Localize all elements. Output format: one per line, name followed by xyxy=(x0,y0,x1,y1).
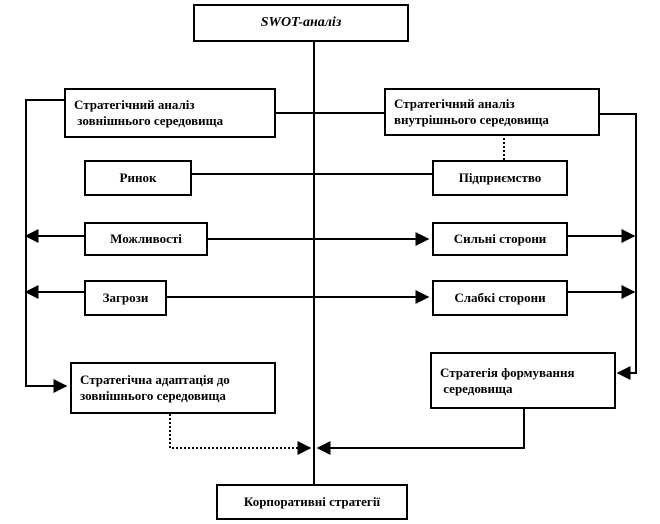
bottom-right-feed-arrow xyxy=(316,409,525,455)
swot-analysis-box: SWOT-аналіз xyxy=(193,4,409,42)
threats-box: Загрози xyxy=(84,280,167,316)
bottom-left-feed-arrow xyxy=(169,414,312,455)
internal-analysis-label: Стратегічний аналіз внутрішнього середов… xyxy=(394,96,549,127)
enterprise-box: Підприємство xyxy=(432,160,568,196)
weaknesses-label: Слабкі сторони xyxy=(454,290,546,305)
internal-analysis-box: Стратегічний аналіз внутрішнього середов… xyxy=(384,88,600,136)
environment-strategy-label: Стратегія формування середовища xyxy=(440,364,575,396)
environment-strategy-box: Стратегія формування середовища xyxy=(430,352,616,409)
right-bracket-arrow xyxy=(600,113,637,380)
swot-analysis-label: SWOT-аналіз xyxy=(260,15,342,30)
adaptation-strategy-label: Стратегічна адаптація до зовнішнього сер… xyxy=(80,372,230,403)
enterprise-label: Підприємство xyxy=(458,170,542,185)
strengths-label: Сильні сторони xyxy=(453,231,547,246)
left-bracket-arrow xyxy=(25,99,68,393)
weaknesses-box: Слабкі сторони xyxy=(432,280,568,316)
adaptation-strategy-box: Стратегічна адаптація до зовнішнього сер… xyxy=(70,362,276,414)
corporate-strategies-box: Корпоративні стратегії xyxy=(216,484,408,520)
strengths-box: Сильні сторони xyxy=(432,222,568,256)
opportunities-label: Можливості xyxy=(110,231,182,246)
market-box: Ринок xyxy=(84,160,192,196)
external-analysis-label: Стратегічний аналіз зовнішнього середови… xyxy=(74,97,224,128)
market-label: Ринок xyxy=(119,170,157,185)
threats-label: Загрози xyxy=(102,290,149,305)
external-analysis-box: Стратегічний аналіз зовнішнього середови… xyxy=(64,88,276,138)
corporate-strategies-label: Корпоративні стратегії xyxy=(243,494,381,509)
opportunities-box: Можливості xyxy=(84,222,208,256)
